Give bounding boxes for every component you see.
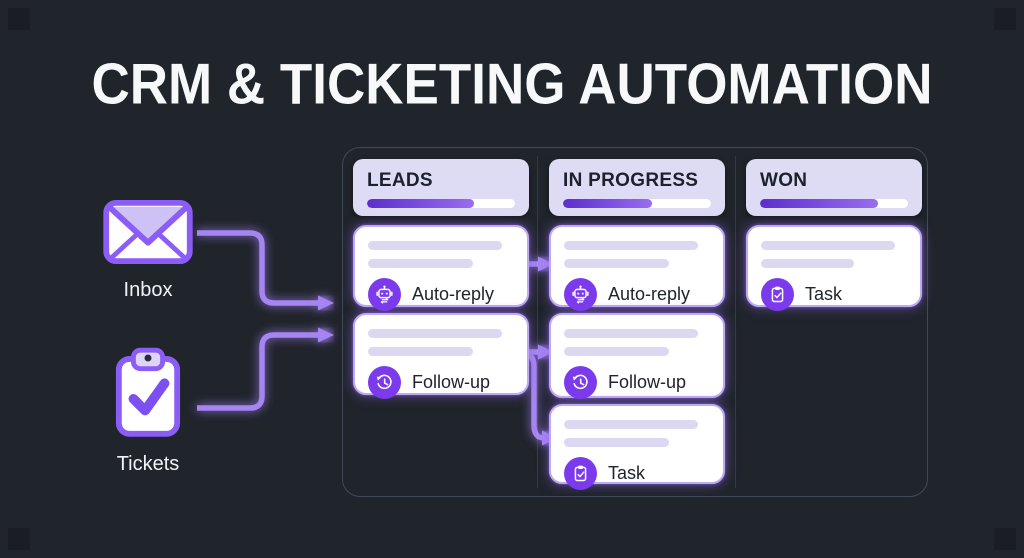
card-followup: Follow-up (549, 313, 725, 399)
column-divider (537, 156, 538, 488)
progress-fill (563, 199, 652, 208)
card-task: Task (746, 225, 922, 311)
column-title: IN PROGRESS (563, 170, 699, 191)
history-clock-icon (564, 366, 597, 399)
progress-fill (367, 199, 474, 208)
inbox-label: Inbox (123, 279, 173, 301)
corner-decoration-bottom-left (8, 528, 30, 550)
corner-decoration-top-right (994, 8, 1016, 30)
card-label: Follow-up (412, 372, 491, 392)
skeleton-line (564, 347, 670, 356)
kanban-board: LEADS A (342, 147, 928, 497)
column-won: WON Task (746, 159, 922, 311)
card-label: Auto-reply (412, 284, 495, 304)
page-title: CRM & TICKETING AUTOMATION (91, 52, 933, 117)
card-label: Auto-reply (608, 284, 691, 304)
robot-icon (368, 278, 401, 311)
card-label: Task (805, 284, 843, 304)
card-followup: Follow-up (353, 313, 529, 399)
card-label: Task (608, 463, 646, 483)
card-task: Task (549, 404, 725, 490)
progress-fill (760, 199, 879, 208)
skeleton-line (368, 347, 474, 356)
skeleton-line (564, 420, 699, 429)
tickets-label: Tickets (116, 453, 180, 475)
card-label: Follow-up (608, 372, 687, 392)
skeleton-line (368, 259, 474, 268)
progress-bar (760, 199, 908, 208)
clipboard-check-icon (761, 278, 794, 311)
corner-decoration-bottom-right (994, 528, 1016, 550)
skeleton-line (368, 241, 503, 250)
arrow-tickets-to-leads (197, 327, 334, 411)
column-leads: LEADS A (353, 159, 529, 399)
skeleton-line (564, 329, 699, 338)
arrow-inbox-to-leads (197, 230, 334, 311)
clipboard-check-icon (113, 347, 183, 444)
robot-icon (564, 278, 597, 311)
progress-bar (563, 199, 711, 208)
skeleton-line (564, 241, 699, 250)
card-autoreply: Auto-reply (549, 225, 725, 311)
skeleton-line (564, 438, 670, 447)
skeleton-line (761, 241, 896, 250)
skeleton-line (761, 259, 855, 268)
skeleton-line (564, 259, 670, 268)
column-in-progress: IN PROGRESS (549, 159, 725, 490)
corner-decoration-top-left (8, 8, 30, 30)
column-header-won: WON (746, 159, 922, 216)
clipboard-check-icon (564, 457, 597, 490)
history-clock-icon (368, 366, 401, 399)
column-title: LEADS (367, 170, 433, 191)
inbox-source: Inbox (96, 198, 200, 302)
column-title: WON (760, 170, 808, 191)
progress-bar (367, 199, 515, 208)
card-autoreply: Auto-reply (353, 225, 529, 311)
tickets-source: Tickets (106, 346, 190, 476)
column-header-in-progress: IN PROGRESS (549, 159, 725, 216)
envelope-icon (100, 199, 196, 270)
skeleton-line (368, 329, 503, 338)
column-divider (735, 156, 736, 488)
column-header-leads: LEADS (353, 159, 529, 216)
